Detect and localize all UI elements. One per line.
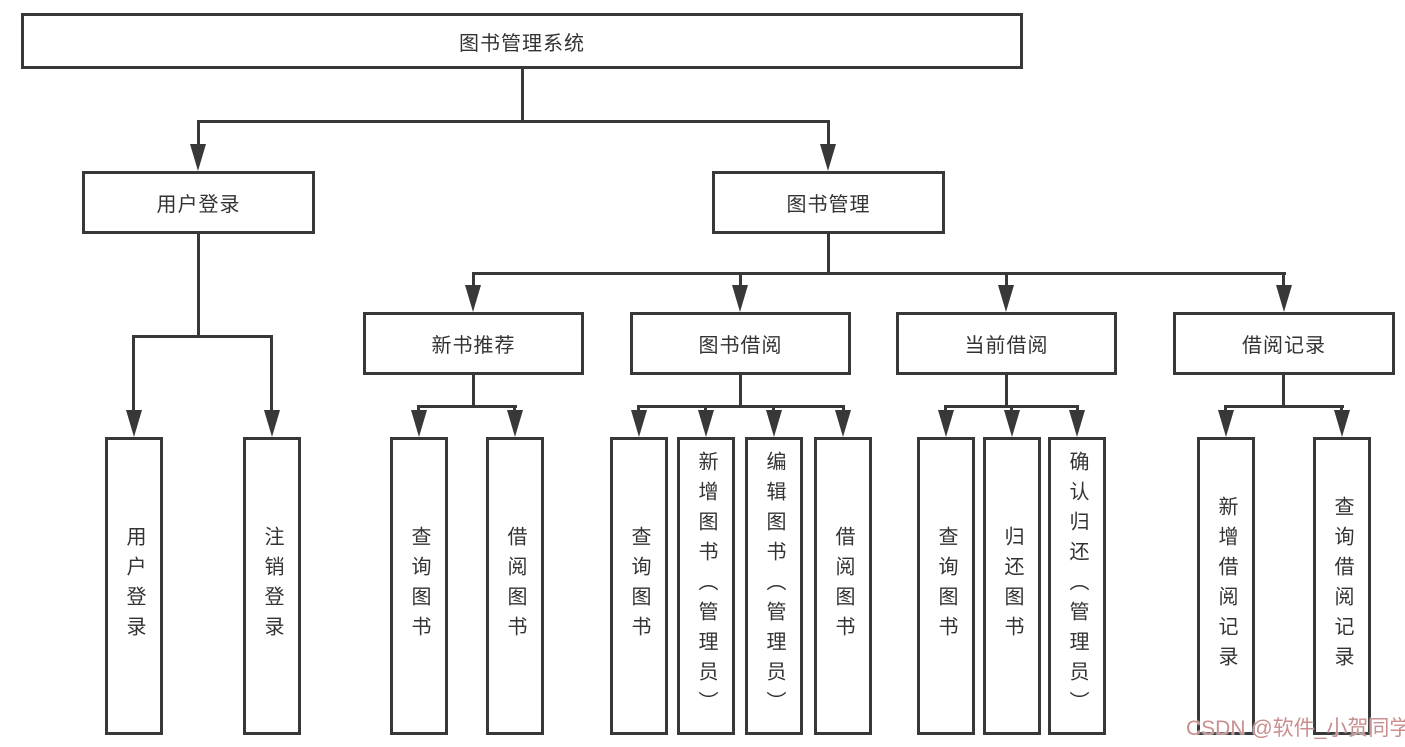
leaf-label: 编辑图书（管理员） (763, 451, 785, 721)
arrow-down-icon (1004, 410, 1020, 437)
connector-shaft-leaf (132, 335, 135, 413)
connector-root-stem (521, 69, 524, 120)
node-new-book-recommend: 新书推荐 (363, 312, 584, 375)
leaf-label: 借阅图书 (504, 526, 526, 646)
node-label: 当前借阅 (964, 335, 1049, 357)
leaf-query-books-current: 查询图书 (917, 437, 975, 735)
arrow-down-icon (820, 144, 836, 171)
leaf-query-books-recommend: 查询图书 (390, 437, 448, 735)
node-current-borrow: 当前借阅 (896, 312, 1117, 375)
arrow-down-icon (1218, 410, 1234, 437)
arrow-down-icon (698, 410, 714, 437)
connector-shaft-user-login (197, 120, 200, 150)
leaf-confirm-return-admin: 确认归还（管理员） (1048, 437, 1106, 735)
connector-current-borrow-stem (1005, 375, 1008, 405)
node-book-management: 图书管理 (712, 171, 945, 234)
connector-borrow-record-stem (1282, 375, 1285, 405)
node-label: 新书推荐 (431, 335, 516, 357)
leaf-query-books-borrow: 查询图书 (610, 437, 668, 735)
node-label: 借阅记录 (1242, 335, 1326, 357)
arrow-down-icon (190, 144, 206, 171)
leaf-label: 查询图书 (935, 526, 957, 646)
leaf-label: 新增借阅记录 (1215, 496, 1237, 676)
connector-shaft-current-borrow (1005, 272, 1008, 290)
node-label: 用户登录 (156, 194, 241, 216)
node-label: 图书管理系统 (459, 32, 585, 55)
leaf-user-login: 用户登录 (105, 437, 163, 735)
connector-book-borrow-stem (739, 375, 742, 405)
leaf-add-borrow-record: 新增借阅记录 (1197, 437, 1255, 735)
connector-new-book-stem (472, 375, 475, 405)
connector-shaft-leaf (270, 335, 273, 413)
connector-shaft-new-book (472, 272, 475, 290)
arrow-down-icon (465, 285, 481, 312)
connector-book-borrow-bar (637, 405, 845, 408)
arrow-down-icon (766, 410, 782, 437)
arrow-down-icon (126, 410, 142, 437)
leaf-label: 归还图书 (1001, 526, 1023, 646)
connector-book-mgmt-bar (472, 272, 1286, 275)
leaf-borrow-books-recommend: 借阅图书 (486, 437, 544, 735)
arrow-down-icon (732, 285, 748, 312)
leaf-label: 新增图书（管理员） (695, 451, 717, 721)
leaf-add-book-admin: 新增图书（管理员） (677, 437, 735, 735)
leaf-query-borrow-record: 查询借阅记录 (1313, 437, 1371, 735)
arrow-down-icon (264, 410, 280, 437)
arrow-down-icon (1069, 410, 1085, 437)
leaf-label: 查询图书 (408, 526, 430, 646)
node-root-library-system: 图书管理系统 (21, 13, 1023, 69)
leaf-label: 用户登录 (123, 526, 145, 646)
node-user-login: 用户登录 (82, 171, 315, 234)
leaf-logout: 注销登录 (243, 437, 301, 735)
connector-shaft-borrow-record (1282, 272, 1285, 290)
connector-user-login-bar (132, 335, 273, 338)
arrow-down-icon (631, 410, 647, 437)
leaf-label: 查询图书 (628, 526, 650, 646)
arrow-down-icon (835, 410, 851, 437)
connector-shaft-book-borrow (739, 272, 742, 290)
arrow-down-icon (998, 285, 1014, 312)
leaf-label: 查询借阅记录 (1331, 496, 1353, 676)
arrow-down-icon (1276, 285, 1292, 312)
connector-root-bar (197, 120, 830, 123)
connector-book-mgmt-stem (827, 234, 830, 272)
connector-shaft-book-mgmt (827, 120, 830, 150)
arrow-down-icon (938, 410, 954, 437)
arrow-down-icon (507, 410, 523, 437)
leaf-return-book: 归还图书 (983, 437, 1041, 735)
leaf-label: 确认归还（管理员） (1066, 451, 1088, 721)
node-label: 图书借阅 (698, 335, 783, 357)
arrow-down-icon (1334, 410, 1350, 437)
leaf-label: 注销登录 (261, 526, 283, 646)
connector-user-login-stem (197, 234, 200, 335)
node-book-borrow: 图书借阅 (630, 312, 851, 375)
node-borrow-record: 借阅记录 (1173, 312, 1395, 375)
connector-new-book-bar (417, 405, 517, 408)
node-label: 图书管理 (786, 194, 871, 216)
leaf-edit-book-admin: 编辑图书（管理员） (745, 437, 803, 735)
csdn-watermark: CSDN @软件_小贺同学 (1186, 717, 1405, 740)
arrow-down-icon (411, 410, 427, 437)
connector-borrow-record-bar (1224, 405, 1344, 408)
leaf-label: 借阅图书 (832, 526, 854, 646)
leaf-borrow-books: 借阅图书 (814, 437, 872, 735)
